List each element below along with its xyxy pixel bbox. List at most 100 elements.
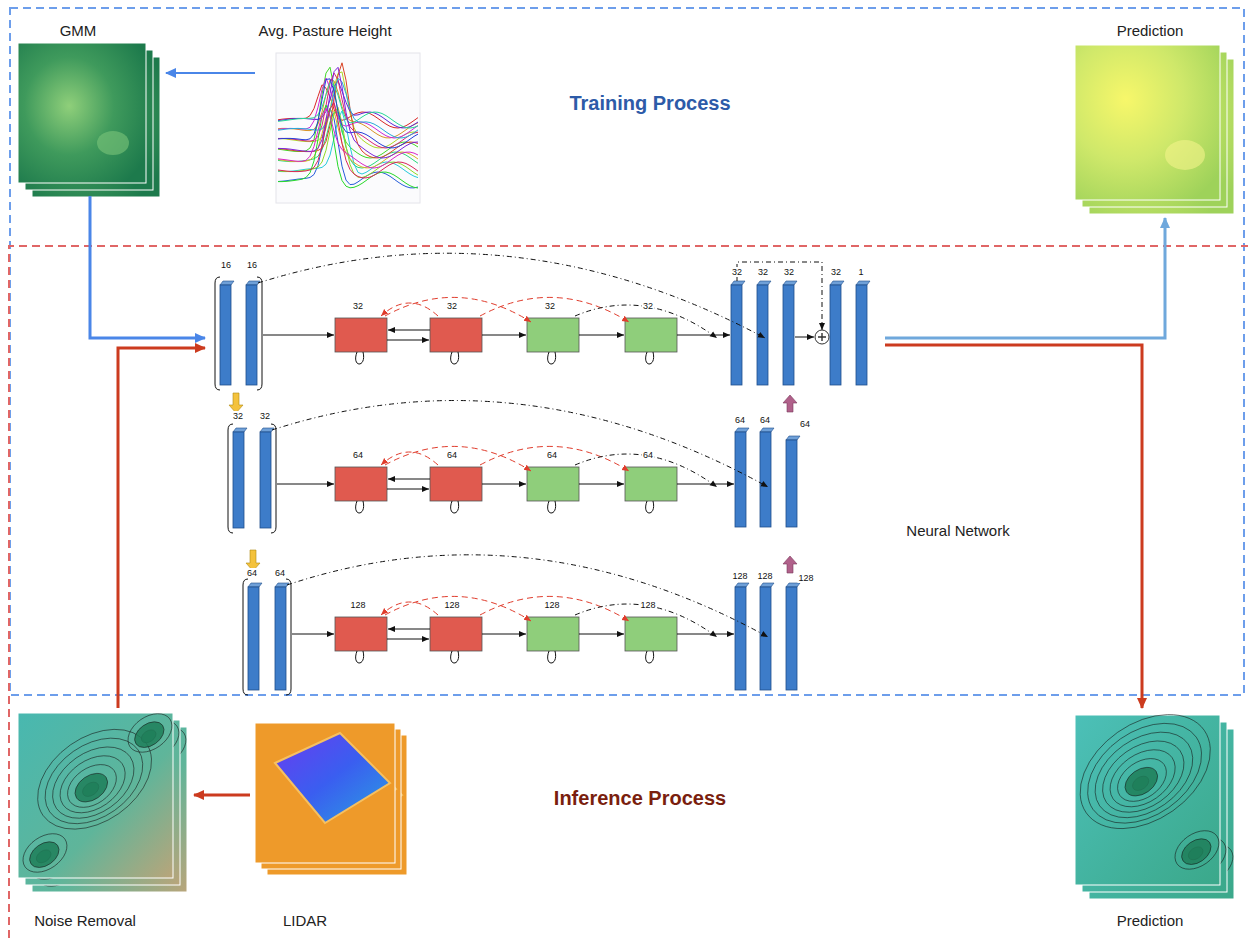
residual-block (335, 318, 387, 352)
channel-count: 64 (274, 568, 286, 578)
chart-series (278, 63, 418, 158)
contour-line (70, 767, 113, 807)
flow-arrow (388, 330, 430, 331)
layer-bar (248, 587, 259, 690)
layer-bar (246, 281, 260, 285)
channel-count: 32 (642, 301, 654, 311)
self-loop (646, 651, 654, 663)
contour-line (130, 717, 169, 753)
flow-arrow (482, 634, 526, 635)
layer-bar (856, 281, 870, 285)
self-loop (646, 352, 654, 364)
bracket (228, 424, 233, 533)
layer-bar (735, 587, 746, 690)
chart-series (278, 109, 418, 169)
layer-bar (220, 281, 234, 285)
self-loop (451, 501, 459, 513)
residual-block (335, 467, 387, 501)
contour-line (25, 837, 64, 873)
channel-count: 128 (543, 600, 560, 610)
skip-arc (258, 253, 765, 338)
channel-count: 64 (352, 450, 364, 460)
gmm-map (18, 43, 146, 183)
bracket (257, 277, 262, 390)
residual-block (430, 318, 482, 352)
layer-bar (260, 432, 271, 528)
panel-caption: Neural Network (904, 522, 1011, 539)
layer-bar (248, 583, 262, 587)
self-loop (356, 501, 364, 513)
sum-node (818, 333, 826, 341)
contour-line (1120, 761, 1163, 801)
flow-arrow (277, 484, 334, 485)
channel-count: 32 (757, 267, 769, 277)
residual-block (527, 467, 579, 501)
self-loop (451, 651, 459, 663)
bracket (271, 424, 276, 533)
layer-bar (830, 281, 844, 285)
residual-block (625, 467, 677, 501)
panel-caption: Prediction (1115, 912, 1186, 929)
panel-caption: Avg. Pasture Height (256, 22, 393, 39)
contour-line (1099, 738, 1186, 819)
channel-count: 16 (220, 260, 232, 270)
self-loop (548, 501, 556, 513)
self-loop (646, 501, 654, 513)
layer-bar (233, 432, 244, 528)
self-loop (356, 651, 364, 663)
channel-count: 64 (446, 450, 458, 460)
prediction-map (1075, 45, 1220, 200)
chart-series (278, 79, 418, 148)
chart-series (278, 73, 418, 148)
channel-count: 16 (246, 260, 258, 270)
residual-block (430, 617, 482, 651)
contour-line (121, 706, 179, 760)
section-title: Training Process (569, 92, 730, 115)
layer-bar (786, 583, 800, 587)
skip-arc (287, 555, 768, 637)
layer-bar (786, 440, 797, 527)
layer-bar (757, 281, 771, 285)
channel-count: 32 (731, 267, 743, 277)
residual-block (625, 617, 677, 651)
channel-count: 64 (546, 450, 558, 460)
flow-arrow (388, 629, 430, 630)
prediction-blob (1165, 140, 1205, 170)
residual-block (430, 467, 482, 501)
layer-bar (735, 428, 749, 432)
skip-arc (385, 297, 531, 322)
channel-count: 128 (349, 600, 366, 610)
layer-bar (783, 285, 794, 385)
layer-bar (760, 583, 774, 587)
bracket (215, 277, 220, 390)
contour-line (49, 744, 136, 825)
layer-bar (856, 285, 867, 385)
self-loop (451, 352, 459, 364)
layer-bar (786, 436, 800, 440)
image-panel: Prediction (1068, 708, 1240, 930)
layer-bar (760, 428, 774, 432)
chart-series (278, 79, 418, 138)
inference-region (9, 246, 1248, 938)
channel-count: 64 (734, 415, 746, 425)
channel-count: 32 (446, 301, 458, 311)
section-title: Inference Process (554, 787, 726, 810)
upsample-arrow (783, 556, 797, 573)
image-panel: GMM (14, 18, 166, 196)
layer-bar (246, 285, 257, 385)
layer-bar (731, 285, 742, 385)
layer-bar (760, 432, 771, 527)
contour-line (1069, 703, 1220, 844)
flow-connector (194, 794, 250, 797)
terrain-map (18, 713, 173, 878)
layer-bar (830, 285, 841, 385)
channel-count: 128 (797, 573, 814, 583)
channel-count: 64 (642, 450, 654, 460)
layer-bar (260, 428, 274, 432)
layer-bar (275, 583, 289, 587)
flow-arrow (263, 335, 334, 336)
flow-connector (90, 196, 205, 338)
contour-line (1177, 834, 1216, 870)
chart-series (278, 103, 418, 178)
layer-bar (783, 281, 797, 285)
